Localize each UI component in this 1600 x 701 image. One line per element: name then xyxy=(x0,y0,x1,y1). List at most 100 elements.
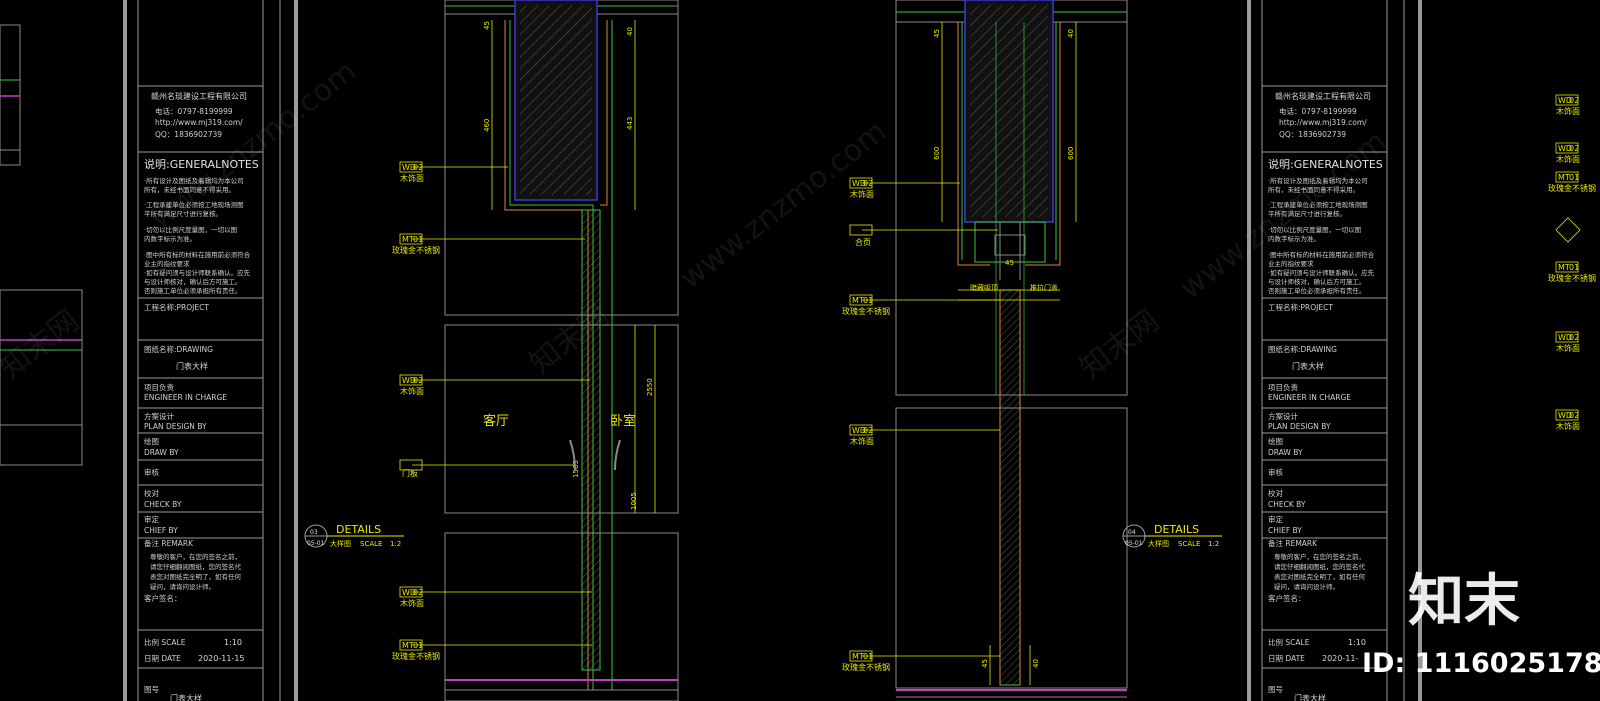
tag-code: MT xyxy=(402,235,414,244)
tag-num: 02 xyxy=(1569,96,1579,105)
dim-label: 45 xyxy=(933,29,941,38)
tb-note-line: 否则施工单位必须承担所有责任。 xyxy=(144,286,242,295)
detail-number: 04 xyxy=(1128,529,1136,536)
tb-check-label-en: CHECK BY xyxy=(144,500,182,509)
tb-note-line: 业主的指纹要求 xyxy=(144,259,190,268)
dim-label: 2550 xyxy=(646,378,654,396)
tb-draw-label-en: DRAW BY xyxy=(144,448,179,457)
tb-remark-label: 备注 REMARK xyxy=(1268,538,1318,548)
tb-note-line: 与设计师核对，确认后方可施工。 xyxy=(1268,277,1366,286)
tag-code: MT xyxy=(852,652,864,661)
right-edge-tags: WD 02 木饰面 WD 02 木饰面 MT 01 玫瑰金不锈钢 MT 01 玫… xyxy=(1548,94,1596,431)
tb-drawing-no-value: 门表大样 xyxy=(170,693,202,701)
tb-remark-line: 疑问，请询问设计师。 xyxy=(150,582,215,591)
tag-num: 02 xyxy=(413,588,423,597)
dim-label: 45 xyxy=(981,659,989,668)
tb-date-value: 2020-11- xyxy=(1322,654,1358,663)
tb-note-line: 所有，未经书面同意不得采用。 xyxy=(144,185,235,194)
tag-label: 木饰面 xyxy=(850,189,874,199)
tb-check-label: 校对 xyxy=(144,488,159,498)
tb-chief-label-en: CHIEF BY xyxy=(1268,526,1302,535)
tag-code: WD xyxy=(402,588,416,597)
tag-label: 合页 xyxy=(855,237,871,247)
tag-num: 01 xyxy=(413,641,423,650)
tb-notes-list: ·所有设计及图纸及着辑均为本公司 所有，未经书面同意不得采用。 ·工程承建单位必… xyxy=(1268,176,1375,295)
tb-remark-label: 备注 REMARK xyxy=(144,538,194,548)
tag-code: WD xyxy=(1558,411,1572,420)
watermark-site-cn: 知末网 xyxy=(0,303,86,386)
watermark-site: www.znzmo.com xyxy=(673,114,893,296)
tb-remark-line: 表您对图纸完全明了，如有任何 xyxy=(150,572,242,581)
tb-draw-label: 绘图 xyxy=(1268,436,1283,446)
tag-num: 02 xyxy=(1569,333,1579,342)
tb-engineer-label-en: ENGINEER IN CHARGE xyxy=(1268,393,1351,402)
tag-code: WD xyxy=(1558,144,1572,153)
tag-label: 玫瑰金不锈钢 xyxy=(392,245,440,255)
tb-drawing-name: 门表大样 xyxy=(176,361,208,371)
tb-note-line: ·工程承建单位必须按工地现场测图 xyxy=(1268,200,1368,209)
tag-num: 02 xyxy=(413,163,423,172)
dim-label: 1005 xyxy=(630,492,638,510)
tb-plan-label-en: PLAN DESIGN BY xyxy=(1268,422,1331,431)
tb-draw-label-en: DRAW BY xyxy=(1268,448,1303,457)
tb-remark-line: 请您仔细翻阅图纸，您的签名代 xyxy=(1274,562,1366,571)
dim-label: 40 xyxy=(626,27,634,36)
tb-remark-line: 尊敬的客户，在您的签名之前， xyxy=(1274,552,1365,561)
watermark-id: ID: 1116025178 xyxy=(1362,648,1600,679)
tb-engineer-label: 项目负责 xyxy=(144,382,174,392)
tag-code: MT xyxy=(1558,263,1570,272)
tb-remark-line: 尊敬的客户，在您的签名之前， xyxy=(150,552,241,561)
tb-qq: QQ：1836902739 xyxy=(155,130,222,139)
tag-num: 01 xyxy=(1569,173,1579,182)
detail-04-section: 45 600 600 40 45 暗藏吸顶 推拉门盖 45 40 xyxy=(895,0,1128,698)
tb-drawing-no-label: 图号 xyxy=(1268,685,1283,694)
tb-note-line: 平所有满足尺寸进行复核。 xyxy=(144,209,222,218)
detail-scale-text: SCALE xyxy=(360,540,382,548)
tag-code: WD xyxy=(1558,96,1572,105)
title-block-left: 赣州名琰建设工程有限公司 电话：0797-8199999 http://www.… xyxy=(123,0,298,701)
dim-label: 600 xyxy=(1067,147,1075,160)
tb-scale-value: 1:10 xyxy=(224,638,242,647)
dim-label: 1565 xyxy=(572,460,580,478)
tag-num: 01 xyxy=(1569,263,1579,272)
dim-label: 460 xyxy=(483,119,491,132)
left-partial-drawing xyxy=(0,24,83,466)
tag-num: 02 xyxy=(863,426,873,435)
tb-drawing-no-label: 图号 xyxy=(144,685,159,694)
detail-sheet: 05-01 xyxy=(307,540,325,547)
dim-label: 40 xyxy=(1032,659,1040,668)
tb-review-label: 审核 xyxy=(1268,467,1284,477)
detail-title: DETAILS xyxy=(336,523,381,536)
tb-note-line: 所有，未经书面同意不得采用。 xyxy=(1268,185,1359,194)
tag-code: MT xyxy=(852,296,864,305)
tb-engineer-label-en: ENGINEER IN CHARGE xyxy=(144,393,227,402)
tag-label: 木饰面 xyxy=(1556,421,1580,431)
tag-num: 01 xyxy=(863,652,873,661)
tag-label: 木饰面 xyxy=(1556,106,1580,116)
annotation-blind-seal: 暗藏吸顶 xyxy=(970,283,998,292)
tb-engineer-label: 项目负责 xyxy=(1268,382,1298,392)
detail-03-section: 45 460 443 40 2550 1565 1005 客厅 卧室 xyxy=(444,0,679,701)
tb-check-label: 校对 xyxy=(1268,488,1284,498)
tb-note-line: ·所有设计及图纸及着辑均为本公司 xyxy=(1268,176,1368,185)
watermark-site: www.znzmo.com xyxy=(143,54,363,236)
tb-remark-lines: 尊敬的客户，在您的签名之前， 请您仔细翻阅图纸，您的签名代 表您对图纸完全明了，… xyxy=(1274,552,1366,591)
tb-remark-lines: 尊敬的客户，在您的签名之前， 请您仔细翻阅图纸，您的签名代 表您对图纸完全明了，… xyxy=(150,552,242,591)
detail-scale-text: SCALE xyxy=(1178,540,1200,548)
tag-label: 玫瑰金不锈钢 xyxy=(1548,273,1596,283)
watermark-brand-logo: 知末 xyxy=(1408,569,1520,634)
tag-label: 玫瑰金不锈钢 xyxy=(842,662,890,672)
title-block-right: 赣州名琰建设工程有限公司 电话：0797-8199999 http://www.… xyxy=(1247,0,1422,701)
tag-code: WD xyxy=(402,376,416,385)
dim-label: 600 xyxy=(933,147,941,160)
tag-num: 02 xyxy=(1569,144,1579,153)
detail-04-tags: WD 02 木饰面 合页 MT 01 玫瑰金不锈钢 WD 02 木饰面 MT 0… xyxy=(842,177,1000,672)
tag-label: 木饰面 xyxy=(850,436,874,446)
detail-number: 03 xyxy=(310,529,318,536)
tb-date-label: 日期 DATE xyxy=(144,654,181,663)
tag-label: 玫瑰金不锈钢 xyxy=(392,651,440,661)
dim-label: 443 xyxy=(626,117,634,130)
tb-notes-list: ·所有设计及图纸及着辑均为本公司 所有，未经书面同意不得采用。 ·工程承建单位必… xyxy=(144,176,251,295)
tb-project-label: 工程名称:PROJECT xyxy=(1268,302,1333,312)
